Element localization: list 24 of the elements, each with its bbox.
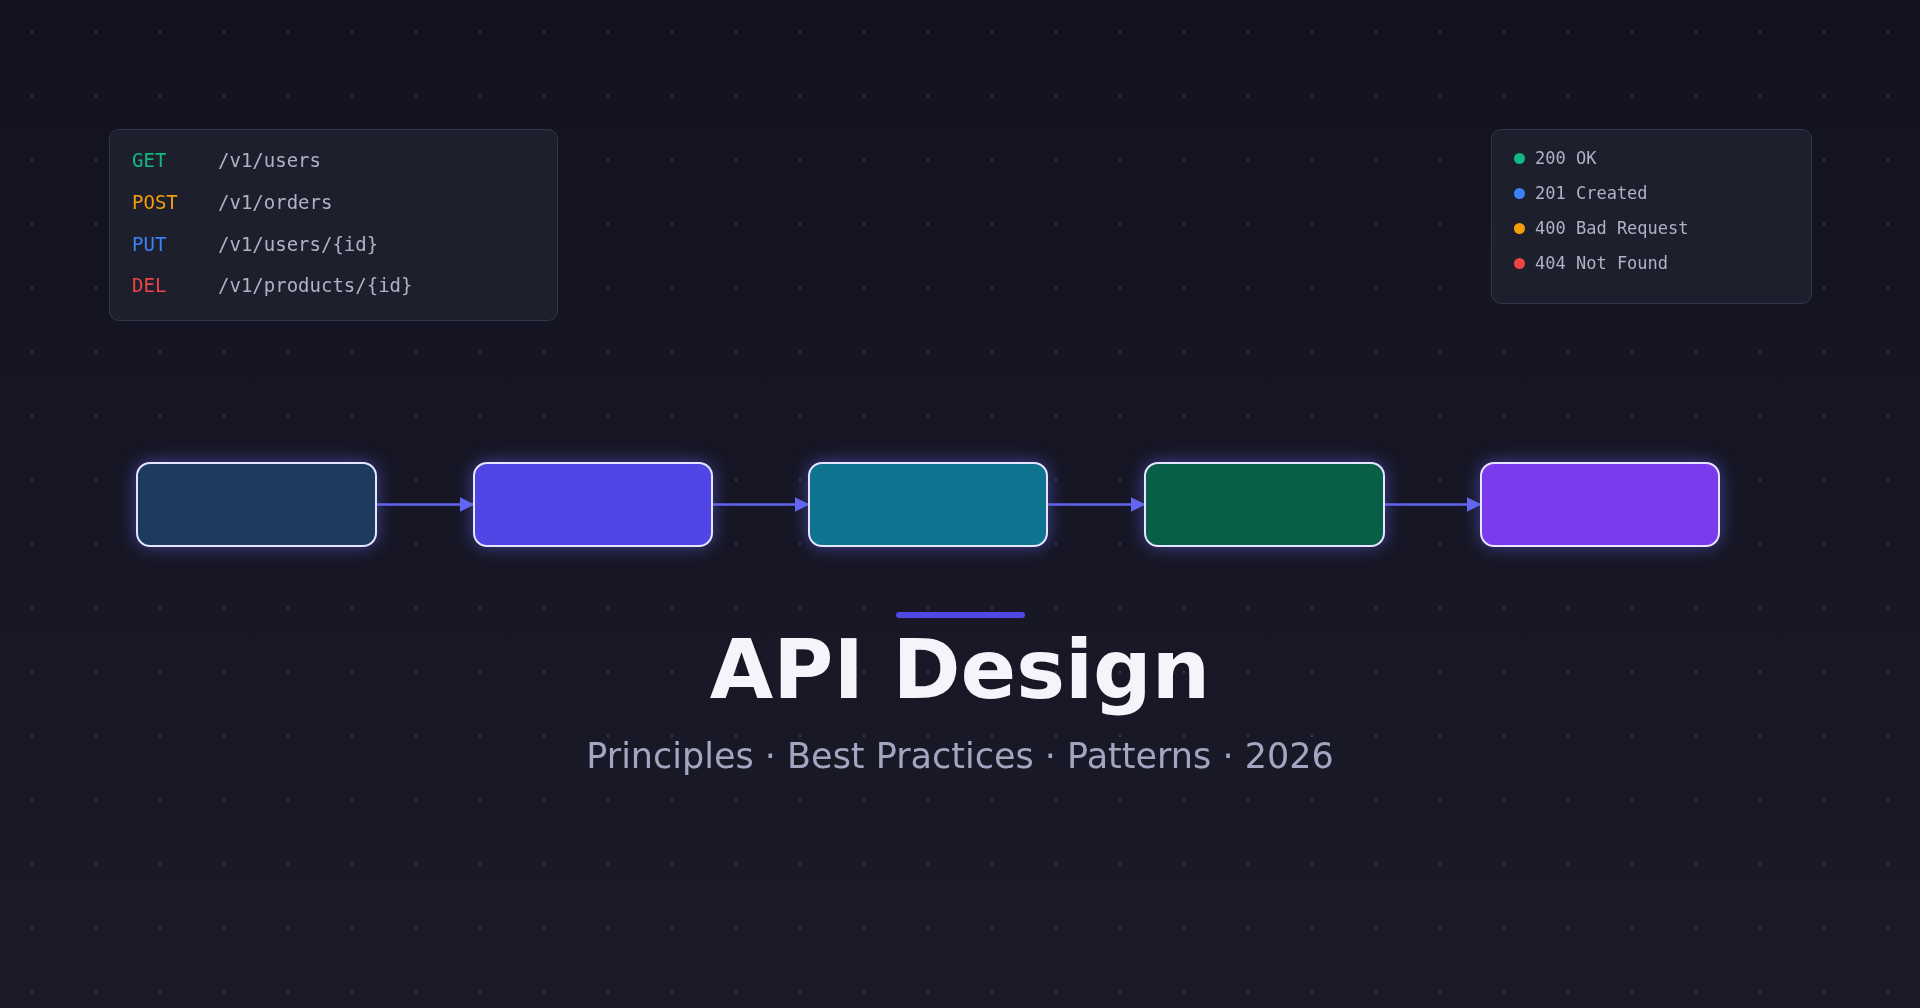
arrow: [1385, 497, 1482, 512]
endpoint-path: /v1/users/{id}: [218, 231, 380, 257]
subtitle: Principles · Best Practices · Patterns · 2026: [585, 735, 1335, 778]
arrow: [713, 497, 810, 512]
endpoint-path: /v1/orders: [218, 189, 334, 215]
legend-text: 400 Bad Request: [1535, 217, 1689, 240]
arrow: [377, 497, 475, 512]
step-box: [136, 462, 377, 547]
arrow: [1048, 497, 1146, 512]
step-box: [1144, 462, 1385, 547]
step-box: [473, 462, 713, 547]
http-method: GET: [132, 148, 168, 173]
endpoint-path: /v1/products/{id}: [218, 273, 414, 299]
legend-text: 200 OK: [1535, 147, 1597, 170]
endpoint-path: /v1/users: [218, 148, 322, 173]
http-method: POST: [132, 189, 179, 215]
code-panel: [109, 129, 558, 321]
http-method: PUT: [132, 231, 168, 257]
step-box: [808, 462, 1048, 547]
legend-text: 201 Created: [1535, 182, 1648, 205]
title: API Design: [708, 621, 1212, 719]
legend-text: 404 Not Found: [1535, 252, 1669, 275]
step-box: [1480, 462, 1720, 547]
http-method: DEL: [132, 273, 168, 299]
